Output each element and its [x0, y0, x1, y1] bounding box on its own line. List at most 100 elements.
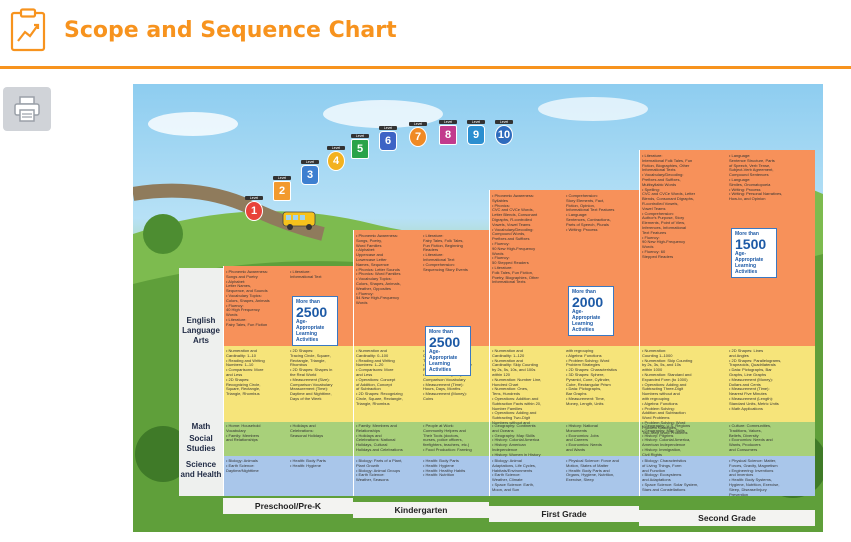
page-title: Scope and Sequence Chart — [64, 18, 397, 43]
social-text-g1-a: • Geography: Continents and Oceans • Geo… — [492, 423, 541, 457]
row-label-science: Science and Health — [180, 460, 222, 479]
row-labels-column — [179, 268, 223, 496]
badge-suffix: Age-Appropriate Learning Activities — [735, 251, 764, 275]
level-word: Level — [245, 196, 263, 200]
science-band-g2 — [639, 456, 815, 496]
social-band-g2 — [639, 422, 815, 456]
activities-badge-g1: More than 2000 Age-Appropriate Learning … — [568, 286, 614, 336]
math-text-g2-b: • 2D Shapes: Lines and Angles • 2D Shape… — [729, 348, 782, 411]
level-sign-9: Level 9 — [467, 120, 485, 145]
math-text-k-a: • Numeration and Cardinality: 0–100 • Re… — [356, 348, 403, 406]
grade-label-g1: First Grade — [489, 506, 639, 522]
activities-badge-g2: More than 1500 Age-Appropriate Learning … — [731, 228, 777, 278]
social-text-g1-b: • History: National Monuments • Economic… — [566, 423, 602, 452]
social-band-k — [353, 422, 489, 456]
row-label-math: Math — [191, 422, 211, 431]
level-sign-7: Level 7 — [409, 122, 427, 147]
level-sign-10: Level 10 — [495, 120, 513, 145]
science-band-prek — [223, 456, 353, 496]
page-header: Scope and Sequence Chart — [0, 0, 851, 70]
level-number: 6 — [379, 131, 397, 151]
level-word: Level — [379, 126, 397, 130]
social-text-g2-a: • Geography: U.S. Regions • Geography: M… — [642, 423, 691, 457]
level-sign-5: Level 5 — [351, 134, 369, 159]
math-text-g1-b: with regrouping • Algebra: Functions • P… — [566, 348, 617, 406]
social-text-k-a: • Family: Members and Relationships • Ho… — [356, 423, 403, 452]
ela-text-g2-a: • Literature: International Folk Tales, … — [642, 153, 696, 259]
badge-suffix: Age-Appropriate Learning Activities — [429, 349, 458, 373]
print-button[interactable] — [3, 87, 51, 131]
badge-prefix: More than — [735, 231, 759, 237]
chart-clipboard-icon — [10, 8, 46, 52]
badge-prefix: More than — [572, 289, 596, 295]
social-text-g2-b: • Culture: Communities, Traditions, Valu… — [729, 423, 773, 452]
level-word: Level — [351, 134, 369, 138]
header-divider — [0, 66, 851, 69]
science-text-prek-b: • Health: Body Parts • Health: Hygiene — [290, 458, 326, 468]
badge-number: 1500 — [735, 236, 767, 252]
ela-text-g1-b: • Comprehension: Story Elements, Fact, F… — [566, 193, 615, 232]
grade-label-prek: Preschool/Pre-K — [223, 498, 353, 514]
level-sign-1: Level 1 — [245, 196, 263, 221]
ela-band-k — [353, 230, 489, 346]
social-text-prek-a: • Home: Household Vocabulary • Family: M… — [226, 423, 261, 443]
level-word: Level — [409, 122, 427, 126]
level-word: Level — [301, 160, 319, 164]
level-number: 3 — [301, 165, 319, 185]
science-text-g2-a: • Biology: Characteristics of Living Thi… — [642, 458, 699, 492]
level-word: Level — [439, 120, 457, 124]
level-number: 8 — [439, 125, 457, 145]
social-text-prek-b: • Holidays and Celebrations: Seasonal Ho… — [290, 423, 324, 438]
badge-number: 2500 — [296, 304, 328, 320]
level-number: 5 — [351, 139, 369, 159]
math-text-g1-a: • Numeration and Cardinality: 1–120 • Nu… — [492, 348, 542, 425]
level-number: 9 — [467, 125, 485, 145]
ela-band-g1 — [489, 190, 639, 346]
ela-text-prek-a: • Phonemic Awareness: Songs and Poetry •… — [226, 269, 270, 327]
level-word: Level — [495, 120, 513, 124]
social-text-k-b: • People at Work: Community Helpers and … — [423, 423, 472, 452]
level-number: 4 — [327, 151, 345, 171]
math-text-prek-b: • 2D Shapes: Tracing Circle, Square, Rec… — [290, 348, 333, 401]
math-band-g2 — [639, 346, 815, 422]
level-number: 7 — [409, 127, 427, 147]
math-text-prek-a: • Numeration and Cardinality: 1–10 • Rea… — [226, 348, 265, 397]
badge-number: 2000 — [572, 294, 604, 310]
row-label-social: Social Studies — [186, 434, 216, 453]
science-text-g1-b: • Physical Science: Force and Motion, St… — [566, 458, 619, 483]
social-band-prek — [223, 422, 353, 456]
science-text-prek-a: • Biology: Animals • Earth Science: Dayt… — [226, 458, 259, 473]
math-band-prek — [223, 346, 353, 422]
ela-text-k-a: • Phonemic Awareness: Songs, Poetry, Wor… — [356, 233, 401, 306]
level-sign-2: Level 2 — [273, 176, 291, 201]
level-word: Level — [467, 120, 485, 124]
printer-icon — [14, 96, 40, 122]
level-number: 2 — [273, 181, 291, 201]
badge-suffix: Age-Appropriate Learning Activities — [572, 309, 601, 333]
activities-badge-k: More than 2500 Age-Appropriate Learning … — [425, 326, 471, 376]
level-word: Level — [327, 146, 345, 150]
grade-label-k: Kindergarten — [353, 502, 489, 518]
science-band-k — [353, 456, 489, 496]
science-text-k-a: • Biology: Parts of a Plant, Plant Growt… — [356, 458, 403, 483]
social-band-g1 — [489, 422, 639, 456]
level-sign-4: Level 4 — [327, 146, 345, 171]
science-text-k-b: • Health: Body Parts • Health: Hygiene •… — [423, 458, 466, 478]
level-sign-8: Level 8 — [439, 120, 457, 145]
level-sign-6: Level 6 — [379, 126, 397, 151]
ela-text-prek-b: • Literature: Informational Text — [290, 269, 322, 279]
ela-text-g2-b: • Language: Sentence Structure, Parts of… — [729, 153, 783, 202]
math-band-g1 — [489, 346, 639, 422]
ela-text-k-b: • Literature: Fairy Tales, Folk Tales, F… — [423, 233, 468, 272]
row-label-ela: English Language Arts — [182, 316, 220, 345]
badge-suffix: Age-Appropriate Learning Activities — [296, 319, 325, 343]
badge-number: 2500 — [429, 334, 461, 350]
ela-band-g2 — [639, 150, 815, 346]
level-sign-3: Level 3 — [301, 160, 319, 185]
ela-text-g1-a: • Phonemic Awareness: Syllables • Phonic… — [492, 193, 539, 285]
level-word: Level — [273, 176, 291, 180]
level-number: 10 — [495, 125, 513, 145]
level-number: 1 — [245, 201, 263, 221]
science-band-g1 — [489, 456, 639, 496]
